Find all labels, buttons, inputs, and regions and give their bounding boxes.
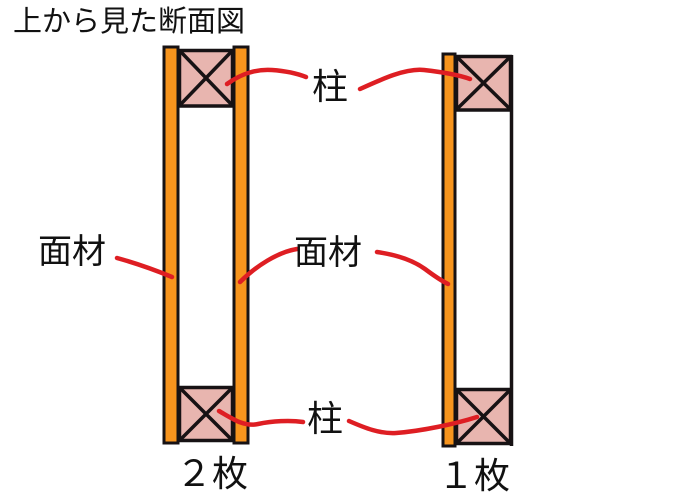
left-wall-structure	[162, 45, 250, 445]
right-wall-sheathing-board	[441, 52, 457, 448]
label-pillar-bottom: 柱	[307, 398, 343, 439]
annotation-line-pillar-bottom-left	[216, 408, 306, 427]
label-sheathing-left: 面材	[38, 233, 106, 271]
annotation-line-pillar-top-right	[357, 67, 473, 92]
right-wall-pillar-top-cross-2	[456, 56, 511, 110]
page-title: 上から見た断面図	[13, 5, 245, 38]
label-sheet-count-left: ２枚	[176, 453, 248, 494]
left-wall-pillar-bottom-cross-2	[179, 387, 233, 441]
right-wall-structure	[441, 52, 514, 448]
left-wall-pillar-top-cross-2	[179, 50, 233, 106]
annotation-line-pillar-top-left	[224, 67, 309, 87]
annotation-line-sheathing-middle-right	[374, 249, 451, 287]
annotation-lines	[114, 67, 480, 436]
label-sheathing-middle: 面材	[294, 234, 362, 272]
annotation-line-sheathing-left	[114, 255, 175, 280]
right-wall-pillar-bottom-cross-2	[456, 389, 511, 444]
annotation-line-pillar-bottom-right	[346, 414, 480, 436]
left-wall-sheathing-board-left	[162, 45, 180, 445]
label-sheet-count-right: １枚	[438, 455, 510, 496]
label-pillar-top: 柱	[312, 66, 348, 107]
left-wall-sheathing-board-right	[232, 45, 250, 445]
annotation-line-sheathing-middle-left	[237, 246, 300, 285]
